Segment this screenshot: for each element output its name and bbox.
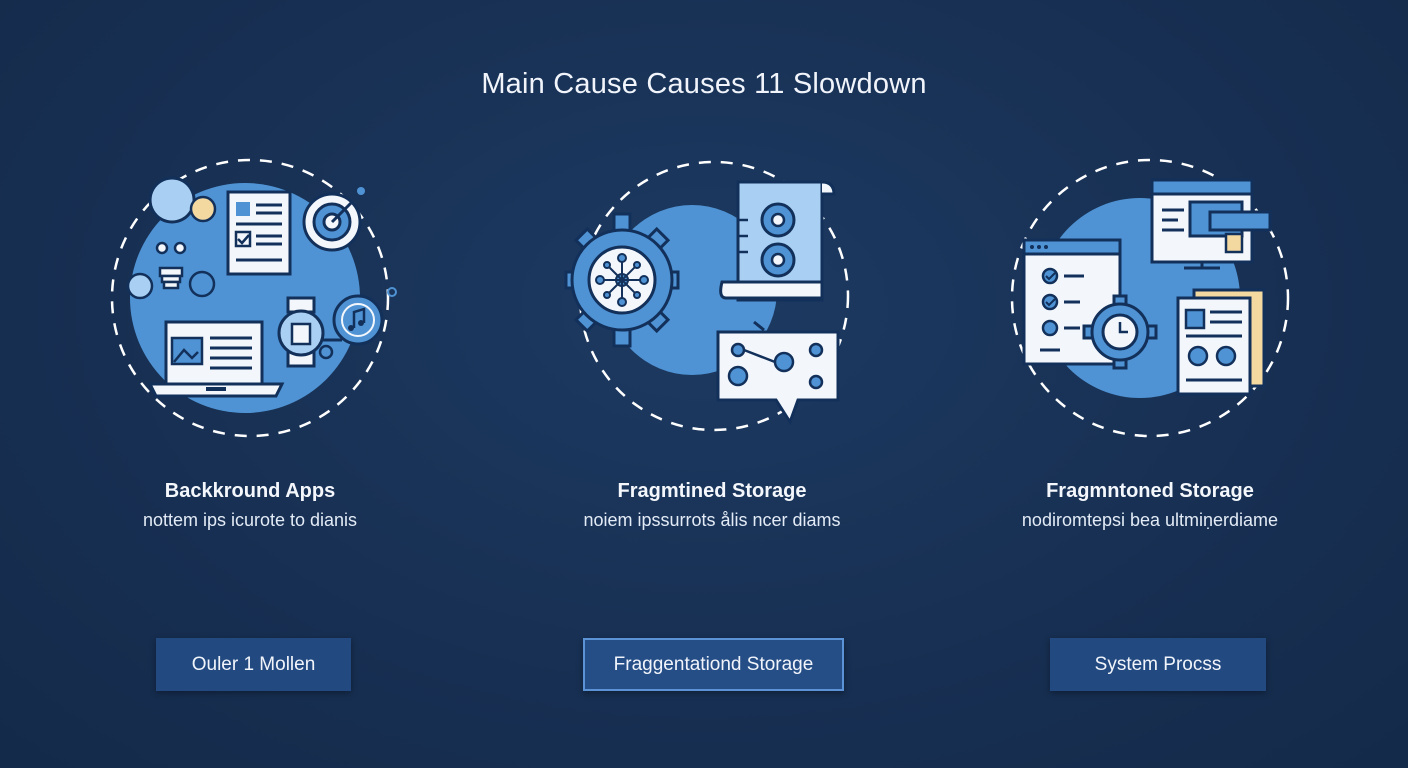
chat-bubble-icon (716, 320, 840, 426)
document-icon (226, 190, 292, 276)
gear-icon (564, 212, 680, 348)
fragmented-storage-illustration (564, 160, 850, 432)
background-apps-illustration (110, 158, 397, 438)
system-process-button[interactable]: System Procss (1050, 638, 1266, 691)
laptop-icon (147, 320, 285, 398)
music-icon (332, 294, 384, 346)
fragmentation-storage-button[interactable]: Fraggentationd Storage (583, 638, 844, 691)
documents-icon (1176, 288, 1266, 396)
watch-icon (277, 296, 342, 368)
lightbulb-icon (148, 176, 196, 290)
card-description: nottem ips icurote to dianis (142, 510, 358, 530)
scroll-icon (719, 180, 836, 302)
monitor-icon (1150, 178, 1272, 270)
outer-mollen-button[interactable]: Ouler 1 Mollen (156, 638, 351, 691)
clock-gear-icon (1082, 294, 1158, 370)
card-title: Backkround Apps (164, 480, 336, 502)
card-title: Fragmtined Storage (617, 480, 807, 502)
card-title: Fragmntoned Storage (1046, 480, 1254, 502)
system-process-illustration (1010, 158, 1290, 438)
target-icon (302, 192, 362, 252)
page-title: Main Cause Causes 11 Slowdown (481, 68, 927, 100)
card-description: noiem ipssurrots ålis ncer diams (583, 510, 841, 530)
card-description: nodiromtepsi bea ultmiṇerdiame (1021, 510, 1279, 530)
